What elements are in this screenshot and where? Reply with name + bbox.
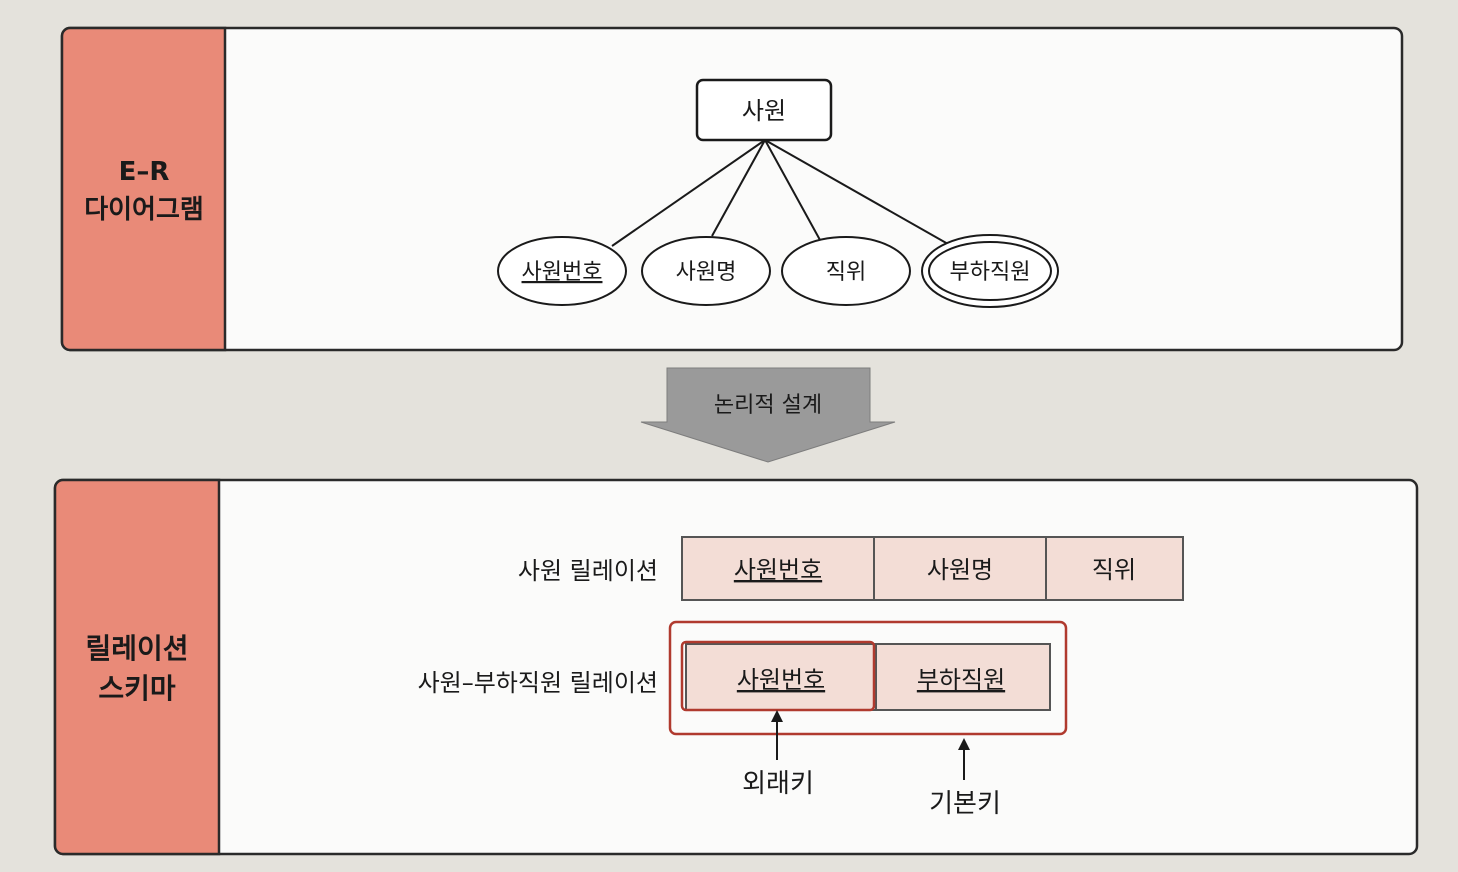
- connector-line: [764, 139, 821, 241]
- relation2-column-key: 부하직원: [917, 666, 1005, 694]
- primary-key-pointer: 기본키: [929, 738, 1001, 819]
- multivalued-attribute-inner: [928, 241, 1052, 301]
- entity-label: 사원: [742, 97, 786, 125]
- foreign-key-arrow-head: [771, 710, 783, 722]
- attribute-ellipse: [641, 236, 771, 306]
- relation2-table: 사원번호 부하직원: [668, 620, 1068, 736]
- er-label-line2: 다이어그램: [84, 195, 204, 225]
- relation1-cell: [873, 536, 1047, 601]
- primary-key-arrow-head: [958, 738, 970, 750]
- attribute-ellipse: [781, 236, 911, 306]
- foreign-key-outline: [680, 640, 876, 712]
- foreign-key-label: 외래키: [742, 769, 814, 799]
- schema-label-line2: 스키마: [98, 672, 176, 705]
- attribute-label: 부하직원: [950, 260, 1031, 285]
- relation2-name: 사원–부하직원 릴레이션: [418, 669, 658, 697]
- down-arrow-shape: [640, 367, 896, 463]
- entity-box: [695, 78, 833, 142]
- arrow-label: 논리적 설계: [714, 393, 822, 418]
- multivalued-attribute-outer: [921, 234, 1059, 308]
- primary-key-label: 기본키: [929, 789, 1001, 819]
- relation1-column: 사원명: [927, 556, 993, 584]
- connector-line: [764, 139, 949, 245]
- schema-label-line1: 릴레이션: [85, 632, 188, 665]
- relation2-column-key: 사원번호: [737, 666, 825, 694]
- schema-panel: 릴레이션 스키마 사원 릴레이션 사원번호 사원명 직위 사원–부하직원 릴레이…: [53, 478, 1419, 856]
- attribute-label: 직위: [826, 260, 866, 285]
- foreign-key-pointer: 외래키: [742, 710, 814, 799]
- relation1-cell: [681, 536, 875, 601]
- er-panel: E–R 다이어그램 사원 사원번호 사원명 직위 부하직원: [60, 26, 1404, 352]
- attribute-ellipse: [497, 236, 627, 306]
- relation2-cell: [685, 643, 877, 711]
- attribute-label-key: 사원번호: [522, 260, 603, 285]
- relation2-cell: [875, 643, 1051, 711]
- er-label-panel: [60, 26, 227, 352]
- logical-design-arrow: 논리적 설계: [640, 367, 896, 463]
- relation1-table: 사원번호 사원명 직위: [681, 536, 1184, 601]
- relation1-column-key: 사원번호: [734, 556, 822, 584]
- attribute-label: 사원명: [676, 260, 737, 285]
- relation1-cell: [1045, 536, 1184, 601]
- primary-key-outline: [668, 620, 1068, 736]
- er-label-line1: E–R: [119, 157, 170, 187]
- relation1-column: 직위: [1092, 556, 1136, 584]
- connector-line: [711, 139, 766, 237]
- connector-line: [611, 139, 766, 247]
- er-connector-lines: [611, 139, 949, 247]
- relation1-name: 사원 릴레이션: [518, 557, 658, 585]
- schema-label-panel: [53, 478, 221, 856]
